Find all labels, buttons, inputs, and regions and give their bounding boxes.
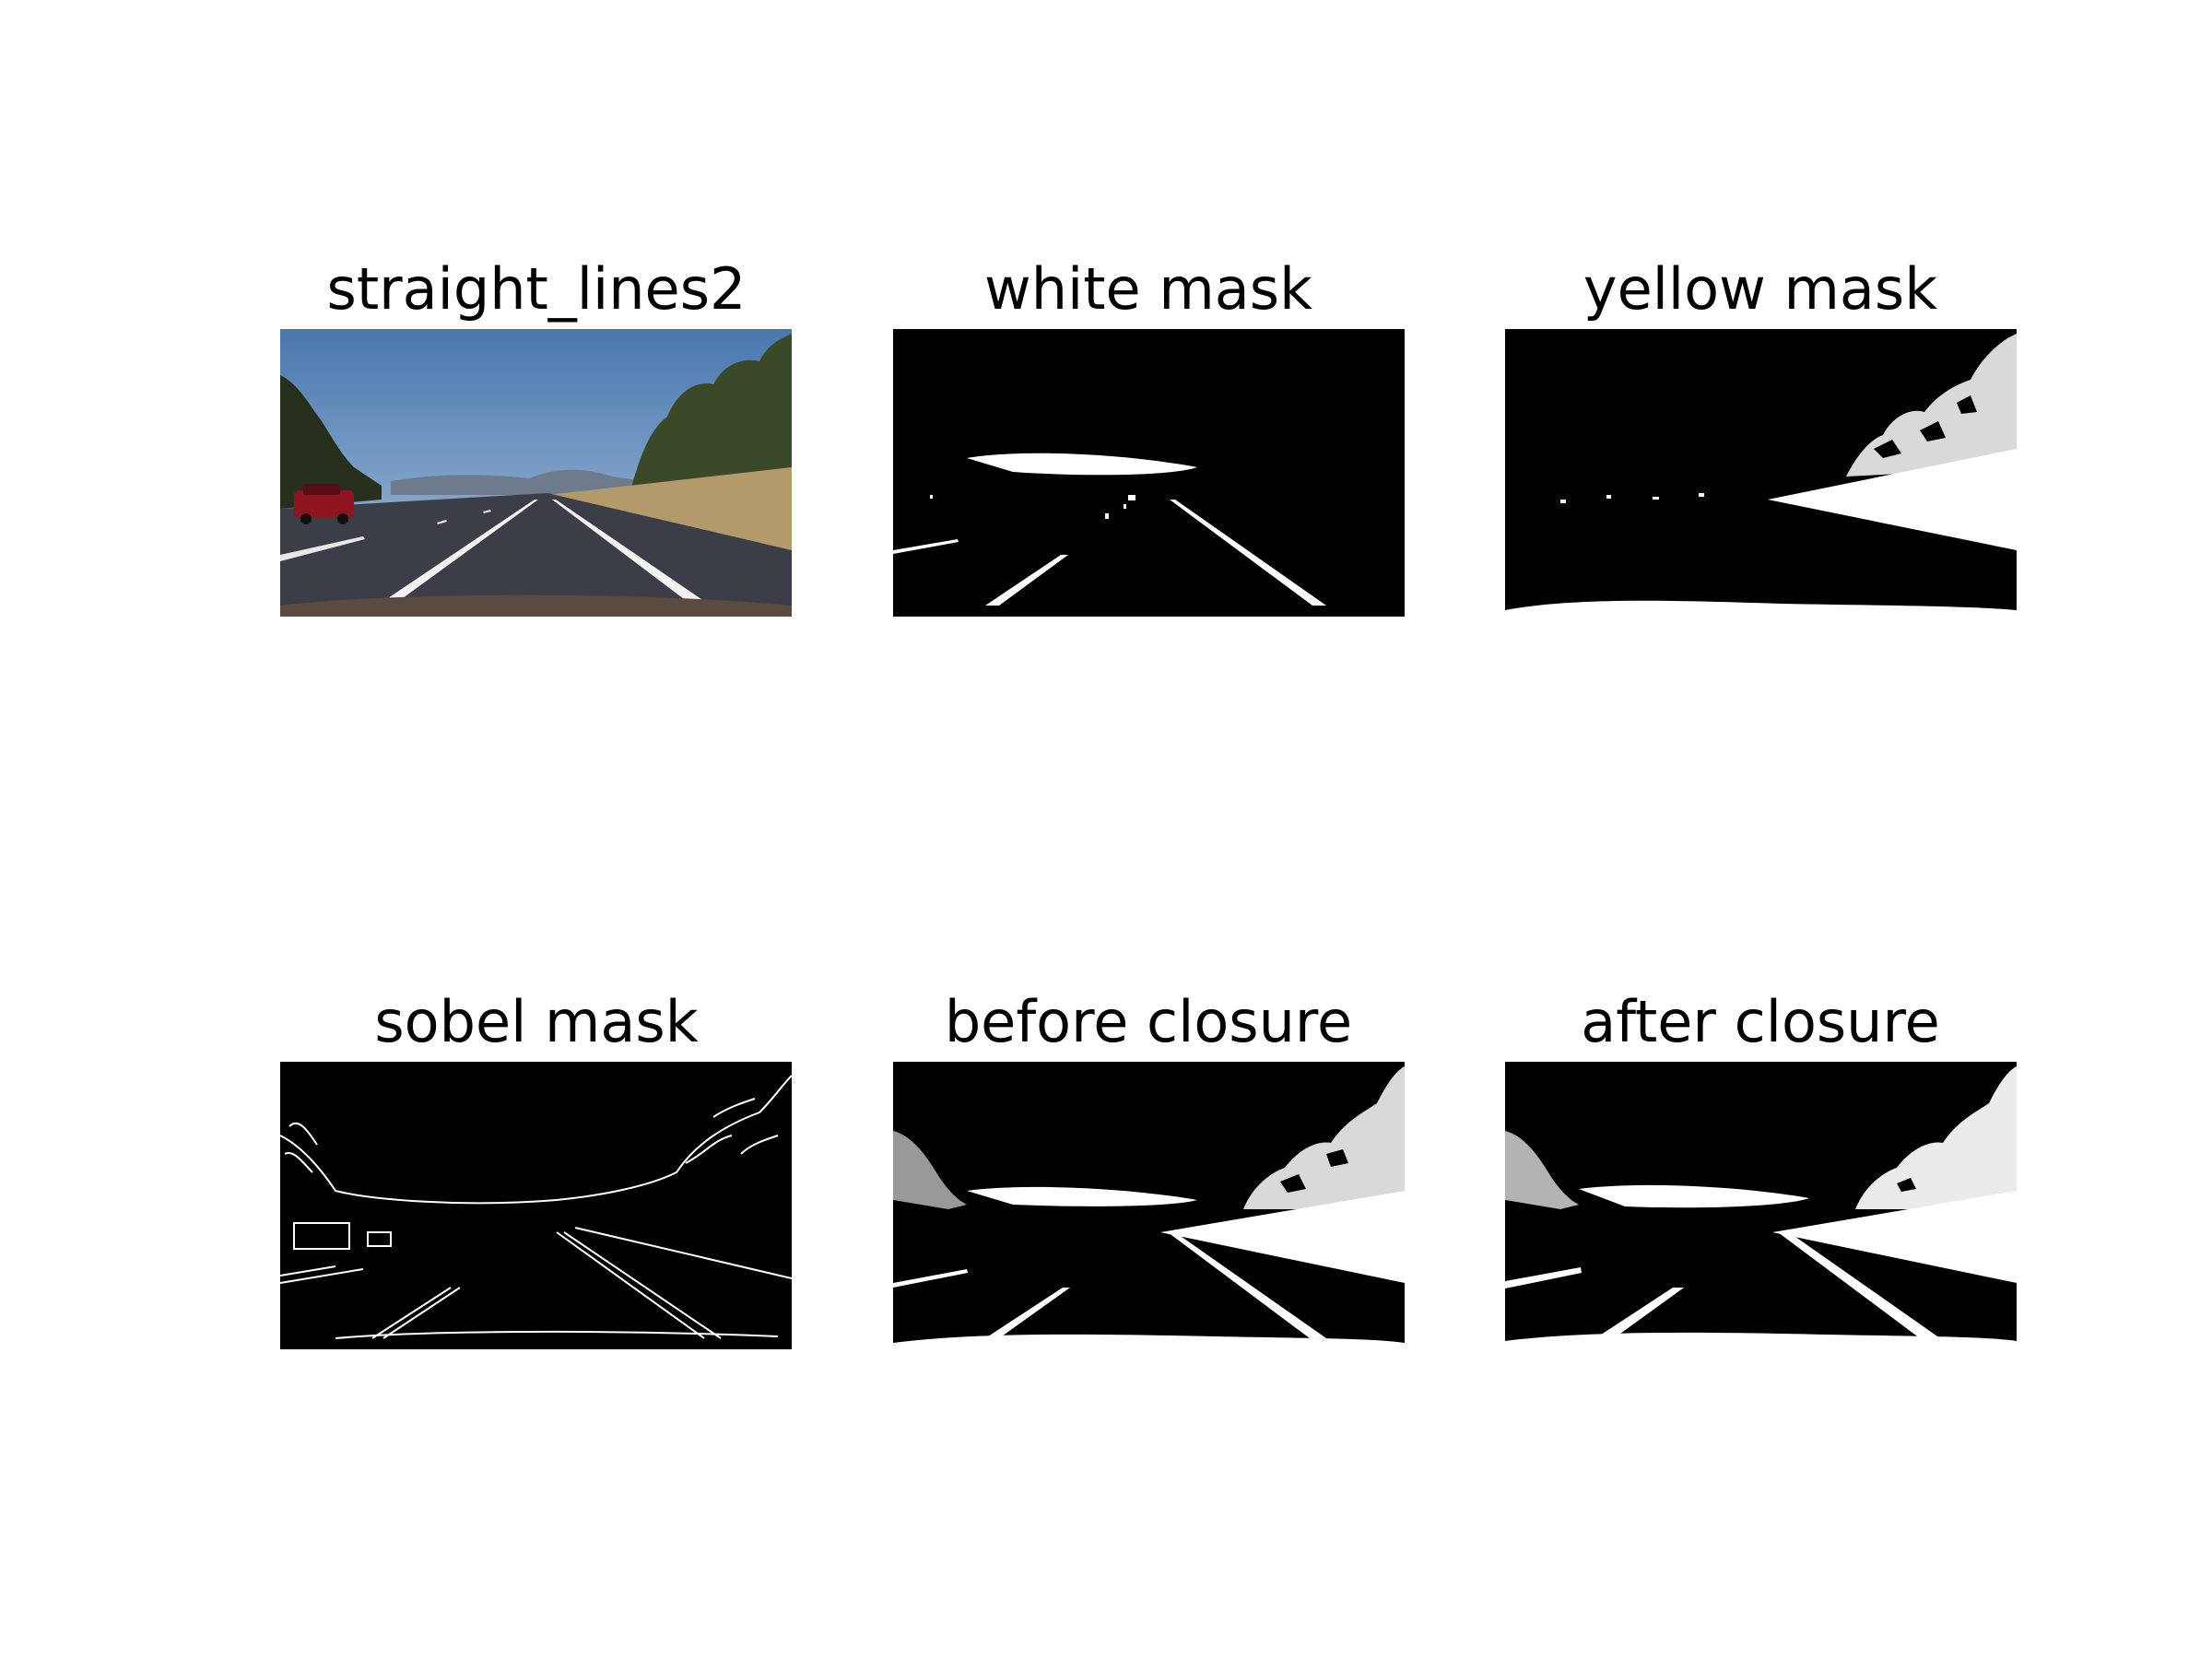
panel-title-sobel-mask: sobel mask <box>374 988 699 1055</box>
after-closure-image <box>1505 1062 2017 1349</box>
panel-title-original: straight_lines2 <box>326 255 747 323</box>
original-road-photo <box>280 329 792 617</box>
sobel-mask-image <box>280 1062 792 1349</box>
panel-title-after-closure: after closure <box>1581 988 1940 1055</box>
panel-title-yellow-mask: yellow mask <box>1583 255 1938 323</box>
yellow-mask-image <box>1505 329 2017 617</box>
white-mask-image <box>893 329 1405 617</box>
panel-title-white-mask: white mask <box>984 255 1312 323</box>
panel-title-before-closure: before closure <box>944 988 1353 1055</box>
before-closure-image <box>893 1062 1405 1349</box>
